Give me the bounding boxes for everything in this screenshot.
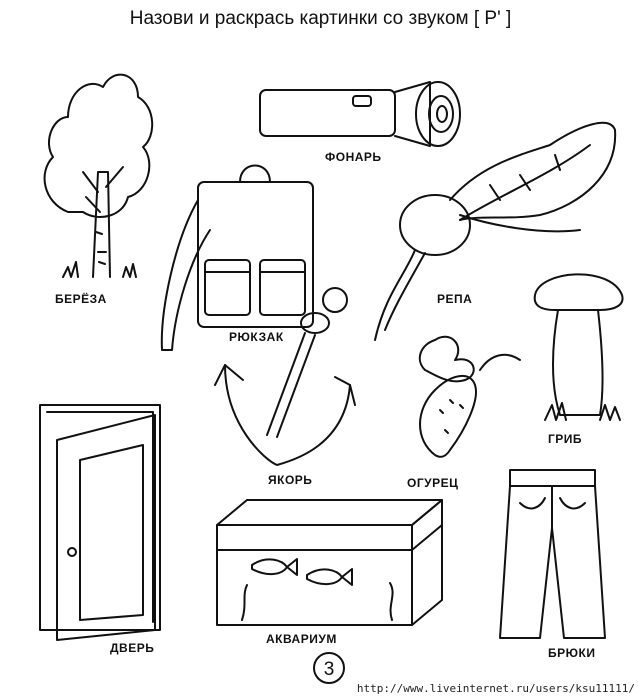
label-cucumber: ОГУРЕЦ xyxy=(407,476,459,490)
anchor-picture xyxy=(214,285,356,470)
page-number: 3 xyxy=(313,652,345,684)
door-picture xyxy=(35,400,170,645)
page-title: Назови и раскрась картинки со звуком [ Р… xyxy=(129,8,512,29)
label-turnip: РЕПА xyxy=(437,292,473,306)
cucumber-picture xyxy=(405,330,525,465)
label-flashlight: ФОНАРЬ xyxy=(325,150,382,164)
flashlight-picture xyxy=(258,80,473,150)
mushroom-picture xyxy=(530,265,625,425)
backpack-picture xyxy=(150,160,320,360)
label-anchor: ЯКОРЬ xyxy=(268,473,313,487)
trousers-picture xyxy=(495,468,610,643)
label-birch: БЕРЁЗА xyxy=(55,292,107,306)
watermark-url: http://www.liveinternet.ru/users/ksu1111… xyxy=(356,682,635,695)
label-aquarium: АКВАРИУМ xyxy=(266,632,337,646)
turnip-picture xyxy=(350,105,620,345)
birch-tree-picture xyxy=(38,62,158,287)
label-mushroom: ГРИБ xyxy=(548,432,583,446)
aquarium-picture xyxy=(212,495,447,630)
label-trousers: БРЮКИ xyxy=(548,646,596,660)
label-backpack: РЮКЗАК xyxy=(229,330,284,344)
label-door: ДВЕРЬ xyxy=(110,641,155,655)
